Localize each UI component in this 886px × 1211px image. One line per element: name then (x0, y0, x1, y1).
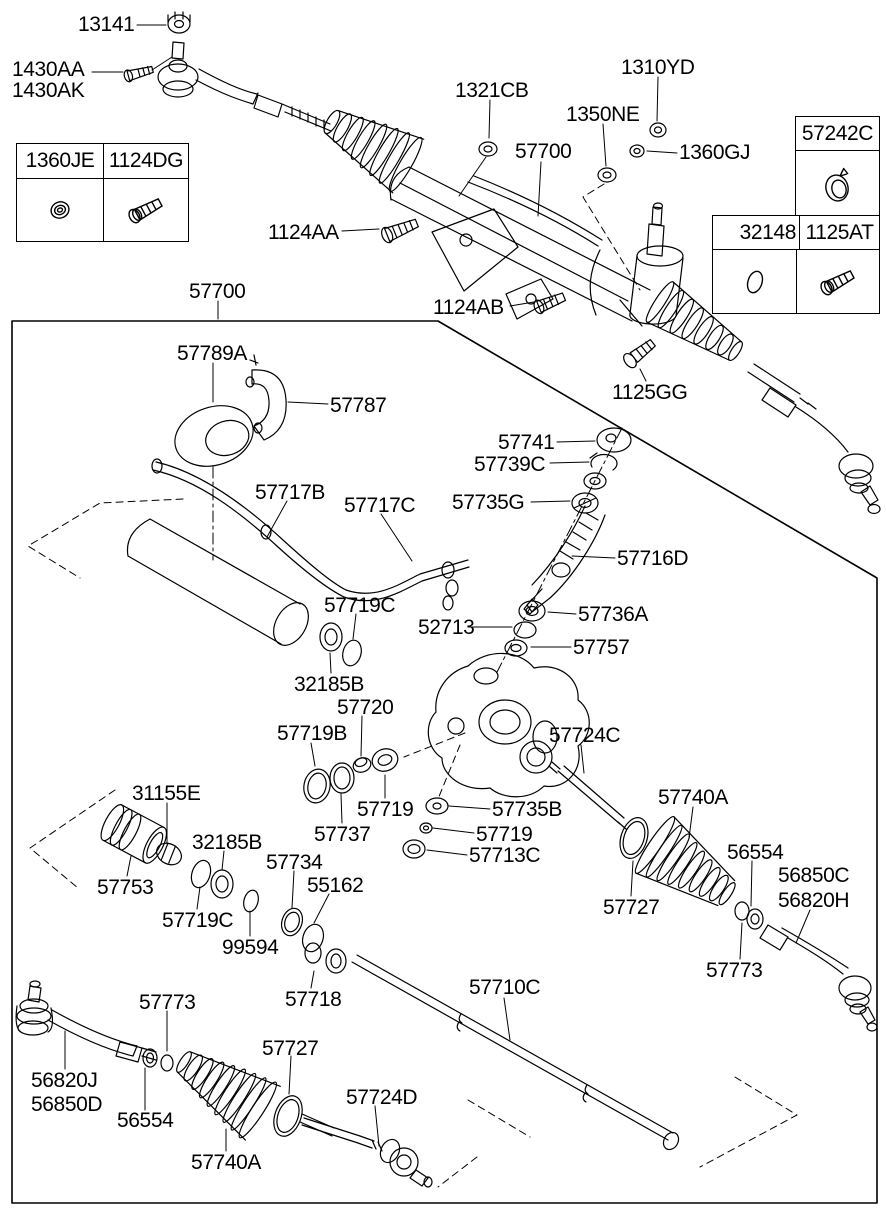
table-cell-part[interactable]: 1360JE (17, 144, 104, 178)
parts-table-57242C: 57242C (795, 116, 880, 217)
part-label-56850C-42[interactable]: 56850C (778, 864, 850, 887)
part-label-1321CB-3[interactable]: 1321CB (455, 79, 529, 102)
part-label-1430AA-1[interactable]: 1430AA (12, 58, 85, 81)
table-cell-part[interactable]: 1125AT (805, 220, 874, 244)
bolt-icon (128, 198, 163, 224)
part-label-57727-51[interactable]: 57727 (262, 1037, 319, 1060)
part-label-57719C-37[interactable]: 57719C (162, 909, 234, 932)
part-label-57717C-22[interactable]: 57717C (344, 494, 416, 517)
part-label-57718-52[interactable]: 57718 (285, 988, 342, 1011)
part-label-57717B-21[interactable]: 57717B (255, 481, 326, 504)
part-label-57719-27[interactable]: 57719 (357, 798, 414, 821)
part-label-57724D-54[interactable]: 57724D (346, 1086, 418, 1109)
part-label-57740A-50[interactable]: 57740A (191, 1151, 262, 1174)
part-label-57734-32[interactable]: 57734 (266, 851, 323, 874)
steering-gear-assembly-drawing (123, 11, 881, 515)
part-label-57700-6[interactable]: 57700 (515, 140, 572, 163)
part-label-57716D-17[interactable]: 57716D (617, 547, 689, 570)
part-label-57720-25[interactable]: 57720 (337, 696, 394, 719)
o-ring-icon (746, 270, 763, 293)
part-label-31155E-34[interactable]: 31155E (132, 782, 201, 805)
part-label-32185B-24[interactable]: 32185B (294, 673, 365, 696)
table-cell-part[interactable]: 57242C (801, 121, 874, 145)
tie-rod-and-rack-bar-drawing (15, 954, 680, 1188)
dashed-guides (27, 183, 798, 1188)
part-label-57724C-39[interactable]: 57724C (549, 724, 621, 747)
part-label-1125GG-11[interactable]: 1125GG (612, 381, 688, 404)
part-label-57710C-53[interactable]: 57710C (469, 976, 541, 999)
table-cell-part[interactable]: 1124DG (108, 149, 184, 172)
part-label-1310YD-4[interactable]: 1310YD (621, 56, 695, 79)
part-label-13141-0[interactable]: 13141 (78, 13, 135, 36)
part-label-57719C-23[interactable]: 57719C (324, 594, 396, 617)
part-label-57713C-31[interactable]: 57713C (469, 844, 541, 867)
part-label-57719-30[interactable]: 57719 (476, 823, 533, 846)
part-label-1124AA-8[interactable]: 1124AA (268, 221, 339, 244)
exploded-view-border (11, 320, 878, 1204)
part-label-57757-20[interactable]: 57757 (573, 636, 630, 659)
band-clamp-icon (824, 167, 849, 202)
flange-nut-icon (50, 201, 70, 219)
part-label-57735G-16[interactable]: 57735G (452, 491, 525, 514)
part-label-57727-44[interactable]: 57727 (603, 896, 660, 919)
part-label-57773-46[interactable]: 57773 (139, 991, 196, 1014)
part-label-57739C-15[interactable]: 57739C (474, 453, 546, 476)
part-label-57719B-26[interactable]: 57719B (277, 722, 348, 745)
part-label-57773-45[interactable]: 57773 (706, 959, 763, 982)
part-label-56820H-43[interactable]: 56820H (778, 889, 850, 912)
part-label-57700-10[interactable]: 57700 (189, 280, 246, 303)
part-label-32185B-36[interactable]: 32185B (192, 831, 263, 854)
part-label-1124AB-9[interactable]: 1124AB (433, 296, 504, 319)
parts-table-top-left: 1360JE 1124DG (16, 143, 189, 242)
part-label-57787-13[interactable]: 57787 (330, 394, 387, 417)
part-label-57740A-40[interactable]: 57740A (658, 786, 729, 809)
part-label-57741-14[interactable]: 57741 (498, 431, 555, 454)
part-label-57736A-18[interactable]: 57736A (578, 603, 649, 626)
part-label-57753-35[interactable]: 57753 (97, 876, 154, 899)
parts-table-right: 32148 1125AT (712, 215, 880, 314)
leader-lines (64, 24, 811, 1152)
part-label-56554-49[interactable]: 56554 (117, 1109, 174, 1132)
part-label-56820J-47[interactable]: 56820J (31, 1069, 98, 1092)
part-label-57737-29[interactable]: 57737 (314, 823, 371, 846)
part-label-99594-38[interactable]: 99594 (222, 936, 279, 959)
bolt-icon (820, 269, 855, 295)
part-label-57789A-12[interactable]: 57789A (177, 342, 248, 365)
part-label-1360GJ-7[interactable]: 1360GJ (679, 141, 751, 164)
part-label-52713-19[interactable]: 52713 (418, 616, 475, 639)
exploded-view-drawing (100, 354, 878, 1032)
part-label-1350NE-5[interactable]: 1350NE (566, 103, 640, 126)
part-label-55162-33[interactable]: 55162 (307, 874, 364, 897)
part-label-57735B-28[interactable]: 57735B (492, 798, 563, 821)
part-label-56850D-48[interactable]: 56850D (31, 1093, 103, 1116)
part-label-1430AK-2[interactable]: 1430AK (12, 79, 85, 102)
table-cell-part[interactable]: 32148 (713, 216, 800, 249)
part-label-56554-41[interactable]: 56554 (727, 841, 784, 864)
